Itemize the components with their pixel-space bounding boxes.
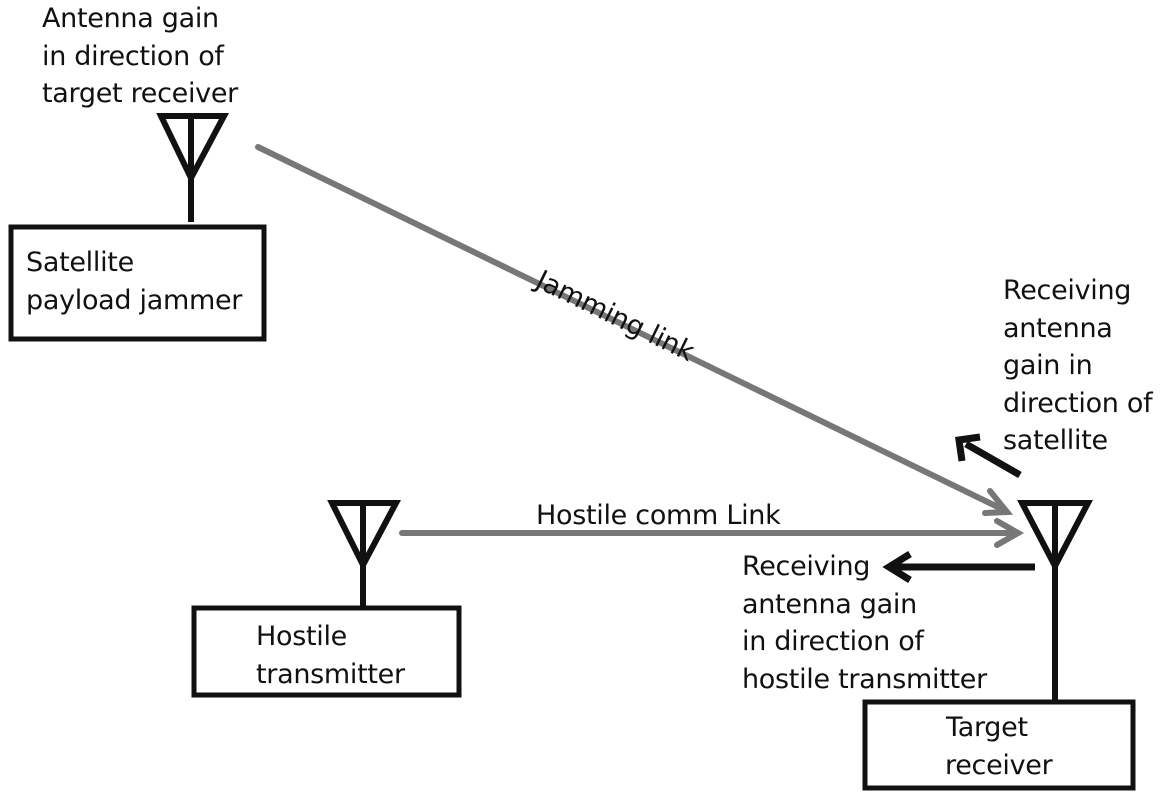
hostile-transmitter-label: Hostile transmitter xyxy=(256,621,405,690)
target-antenna-icon xyxy=(1017,500,1093,702)
target-receiver-box xyxy=(862,699,1136,791)
gain-satellite-arrow xyxy=(955,433,1022,479)
target-gain-satellite-label: Receiving antenna gain in direction of s… xyxy=(1003,275,1153,456)
satellite-antenna-icon xyxy=(156,113,229,222)
satellite-jammer-box xyxy=(8,224,267,342)
hostile-comm-link-label: Hostile comm Link xyxy=(536,500,781,531)
target-gain-hostile-label: Receiving antenna gain in direction of h… xyxy=(742,551,987,695)
target-receiver-label: Target receiver xyxy=(945,712,1053,781)
satellite-antenna-gain-label: Antenna gain in direction of target rece… xyxy=(42,3,238,109)
gain-hostile-arrow xyxy=(882,551,1035,583)
hostile-transmitter-box xyxy=(191,605,462,698)
hostile-antenna-icon xyxy=(327,500,401,608)
satellite-jammer-label: Satellite payload jammer xyxy=(26,247,243,316)
jamming-link-arrow xyxy=(255,144,1014,516)
hostile-comm-link-arrow xyxy=(399,518,1025,548)
